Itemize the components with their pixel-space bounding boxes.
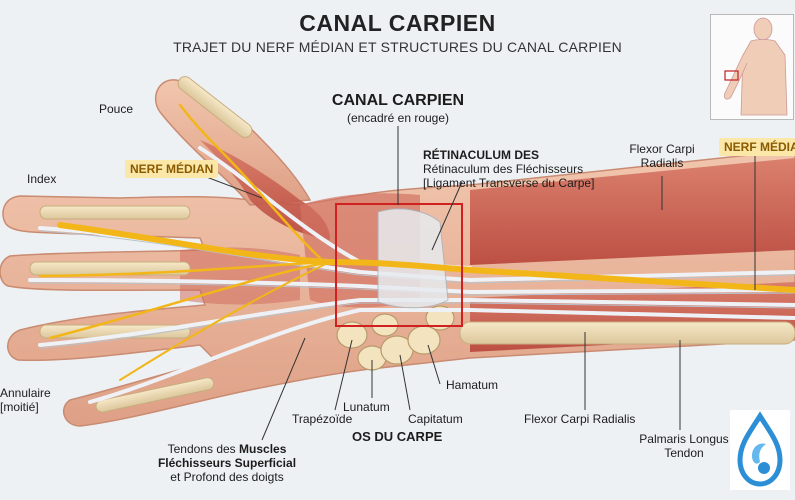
label-lunatum: Lunatum [343,400,390,414]
label-flexor-top-2: Radialis [640,156,684,170]
label-trapezoide: Trapézoïde [292,412,353,426]
label-nerf-median-right: NERF MÉDIAN [719,138,795,156]
label-tendons-3: et Profond des doigts [170,470,284,484]
carpal-tunnel-box [335,203,463,327]
label-tendons-1a: Tendons des [167,442,240,456]
body-silhouette-inset [710,14,794,120]
median-nerve [38,103,795,381]
label-hamatum: Hamatum [446,378,499,392]
label-canal-carpien: CANAL CARPIEN [331,92,465,109]
page-subtitle: TRAJET DU NERF MÉDIAN ET STRUCTURES DU C… [173,39,622,55]
label-tendons-2: Fléchisseurs Superficial [157,456,297,470]
label-pouce: Pouce [99,102,134,116]
label-retinaculum-line2: [Ligament Transverse du Carpe] [423,176,595,190]
page-title: CANAL CARPIEN [299,10,496,36]
label-annulaire-2: [moitié] [0,400,39,414]
label-annulaire-1: Annulaire [0,386,51,400]
label-index: Index [27,172,57,186]
label-flexor-bottom: Flexor Carpi Radialis [524,412,636,426]
label-retinaculum-line1: Rétinaculum des Fléchisseurs [423,162,584,176]
label-os-du-carpe: OS DU CARPE [352,429,443,444]
label-retinaculum-heading: RÉTINACULUM DES [423,148,539,162]
label-encadre: (encadré en rouge) [346,111,450,125]
label-capitatum: Capitatum [408,412,463,426]
label-palmaris-2: Tendon [664,446,704,460]
label-palmaris-1: Palmaris Longus [639,432,729,446]
label-tendons-1b: Muscles [239,442,287,456]
label-nerf-median-left: NERF MÉDIAN [125,160,219,178]
label-flexor-top-1: Flexor Carpi [629,142,695,156]
flexor-retinaculum [377,208,449,309]
bones [29,76,795,413]
label-tendons-1: Tendons des Muscles [152,442,302,456]
water-droplet-logo-icon [730,410,790,490]
tendon-outlines [29,230,795,349]
body-silhouette-icon [724,17,788,116]
